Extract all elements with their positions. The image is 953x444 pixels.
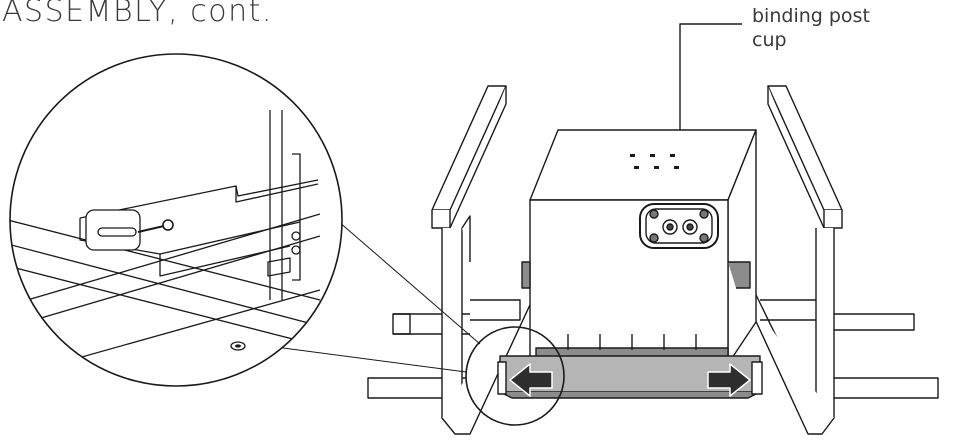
callout-line-1: binding post [752, 5, 870, 27]
right-frame [735, 85, 843, 435]
left-arrow-icon [509, 363, 553, 397]
binding-post-cup-callout: binding post cup [752, 4, 952, 52]
callout-line-2: cup [752, 29, 787, 51]
left-frame [431, 85, 549, 435]
magnifier-leaders [267, 201, 481, 373]
right-arrow-icon [707, 363, 751, 397]
page-title: ASSEMBLY, cont. [2, 0, 273, 29]
binding-post-cup [639, 203, 719, 249]
slide-arrows [509, 363, 751, 397]
subwoofer-cabinet [521, 129, 757, 365]
magnified-detail [9, 53, 343, 387]
detail-marker-circle [465, 326, 565, 426]
mounting-rail [497, 334, 763, 399]
